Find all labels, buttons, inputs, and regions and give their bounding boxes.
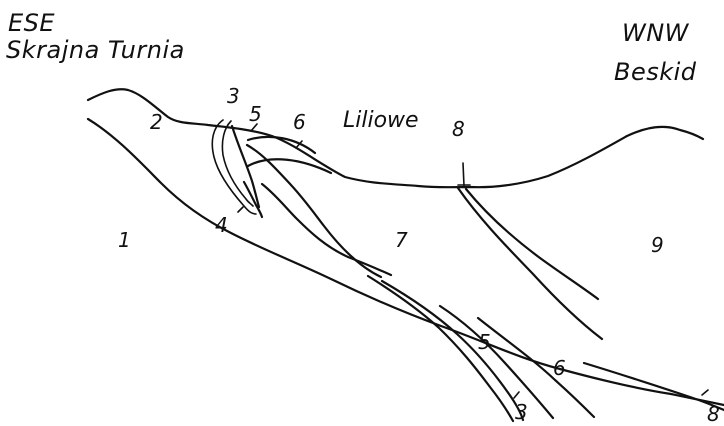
label-1: 1 [118,228,131,252]
contact-6-lower [478,318,594,417]
fault-8-stem [463,163,464,186]
fault-8-left [458,188,602,339]
label-4: 4 [215,213,228,237]
label-8-top: 8 [452,117,465,141]
label-skrajna-turnia: Skrajna Turnia [6,36,185,64]
label-ese: ESE [8,9,55,37]
label-9: 9 [651,233,664,257]
label-3-top: 3 [227,84,240,108]
label-liliowe: Liliowe [343,108,419,133]
label-8-bottom: 8 [707,402,720,426]
contact-4-tick [238,207,243,212]
label-wnw: WNW [622,19,690,47]
tick-3-bottom [514,392,519,398]
label-5-top: 5 [249,102,262,126]
label-6-bottom: 6 [553,356,566,380]
tick-8-bottom [702,390,708,395]
contact-1-lower [88,119,724,405]
label-2: 2 [150,110,163,134]
contact-3-left-inner [222,121,253,206]
contact-8-lower [584,363,724,410]
label-6-top: 6 [293,110,306,134]
label-5-bottom: 5 [478,330,491,354]
fault-8-right [466,189,598,299]
label-7: 7 [395,228,408,252]
topographic-profile [88,89,703,187]
label-3-bottom: 3 [515,400,528,424]
label-beskid: Beskid [614,58,697,86]
